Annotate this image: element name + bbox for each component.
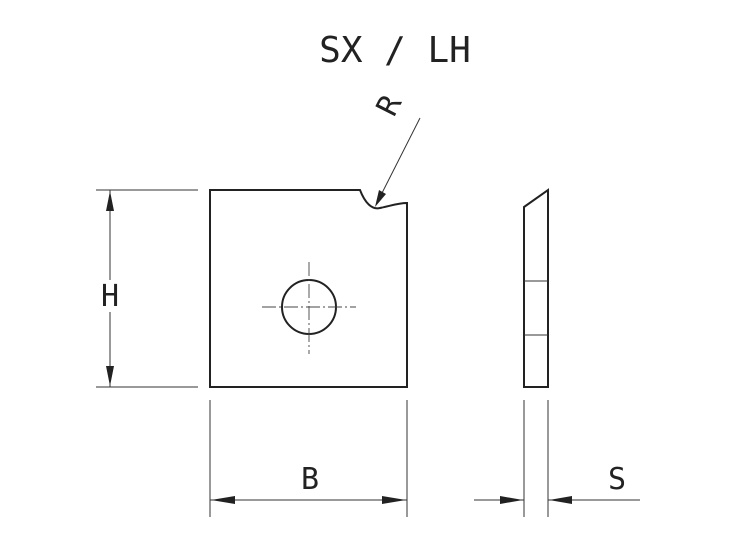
- thickness-arrow-left: [500, 496, 523, 504]
- thickness-dimension: S: [474, 400, 640, 517]
- thickness-label: S: [608, 462, 626, 497]
- front-view: [209, 189, 408, 388]
- radius-arrowhead: [375, 190, 386, 207]
- height-label: H: [101, 279, 119, 314]
- width-arrow-left: [211, 496, 235, 504]
- width-arrow-right: [382, 496, 406, 504]
- width-dimension: B: [209, 400, 408, 517]
- thickness-arrow-right: [549, 496, 572, 504]
- radius-leader-line: [380, 117, 421, 196]
- side-view: [523, 188, 549, 388]
- height-arrow-bottom: [106, 366, 114, 386]
- radius-label: R: [370, 89, 410, 122]
- height-dimension: H: [96, 189, 198, 388]
- height-arrow-top: [106, 191, 114, 211]
- width-label: B: [301, 462, 319, 497]
- side-profile: [523, 188, 549, 388]
- insert-outline: [209, 189, 408, 388]
- drawing-title: SX / LH: [319, 30, 471, 71]
- radius-callout: R: [370, 89, 421, 207]
